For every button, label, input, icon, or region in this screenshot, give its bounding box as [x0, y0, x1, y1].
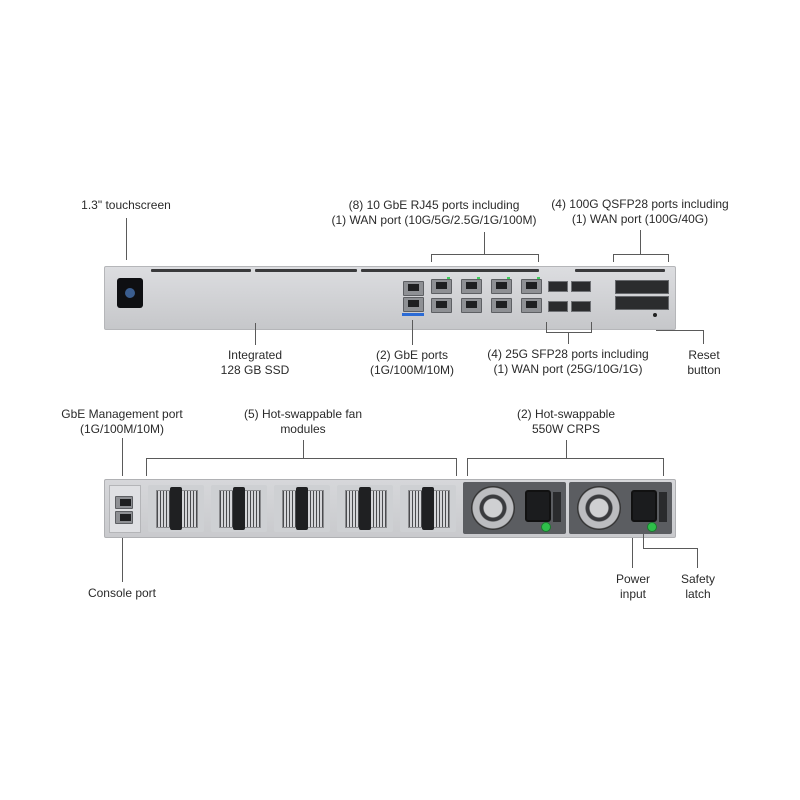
leader-line [668, 254, 669, 262]
rj45-10g-port[interactable] [491, 298, 512, 313]
leader-line [632, 538, 633, 568]
sfp28-port[interactable] [571, 301, 591, 312]
leader-line [467, 458, 664, 459]
fan-handle-icon [170, 487, 182, 530]
rj45-10g-port[interactable] [461, 298, 482, 313]
vent-slot [255, 269, 357, 272]
fan-handle-icon [422, 487, 434, 530]
label-sfp28: (4) 25G SFP28 ports including(1) WAN por… [487, 347, 649, 376]
leader-line [431, 254, 539, 255]
leader-line [566, 440, 567, 458]
psu-module[interactable] [463, 482, 566, 534]
sfp28-port[interactable] [571, 281, 591, 292]
label-console: Console port [87, 586, 157, 600]
leader-line [697, 548, 698, 568]
leader-line [643, 548, 698, 549]
rj45-10g-port[interactable] [521, 298, 542, 313]
psu-led [541, 522, 551, 532]
fan-handle-icon [233, 487, 245, 530]
leader-line [126, 218, 127, 260]
vent-slot [151, 269, 251, 272]
fan-module[interactable] [400, 485, 456, 532]
fan-handle-icon [296, 487, 308, 530]
vent-slot [361, 269, 539, 272]
leader-line [568, 332, 569, 344]
fan-module[interactable] [148, 485, 204, 532]
psu-module[interactable] [569, 482, 672, 534]
leader-line [703, 330, 704, 344]
power-inlet[interactable] [525, 490, 551, 522]
leader-line [640, 230, 641, 254]
rj45-10g-port[interactable] [431, 298, 452, 313]
fan-module[interactable] [337, 485, 393, 532]
leader-line [546, 322, 547, 332]
port-led [477, 277, 480, 279]
rj45-10g-port[interactable] [491, 279, 512, 294]
safety-latch[interactable] [553, 492, 561, 522]
leader-line [643, 534, 644, 548]
leader-line [456, 458, 457, 476]
leader-line [613, 254, 669, 255]
sfp28-port[interactable] [548, 281, 568, 292]
leader-line [484, 232, 485, 254]
console-port-jack[interactable] [115, 511, 133, 524]
leader-line [146, 458, 457, 459]
port-led [537, 277, 540, 279]
sfp28-port[interactable] [548, 301, 568, 312]
rj45-10g-port[interactable] [461, 279, 482, 294]
leader-line [122, 538, 123, 582]
qsfp28-port[interactable] [615, 296, 669, 310]
rj45-10g-port[interactable] [521, 279, 542, 294]
leader-line [591, 322, 592, 332]
leader-line [431, 254, 432, 262]
leader-line [467, 458, 468, 476]
label-gbe: (2) GbE ports(1G/100M/10M) [369, 348, 455, 377]
leader-line [663, 458, 664, 476]
port-led [507, 277, 510, 279]
vent-slot [575, 269, 665, 272]
fan-module[interactable] [211, 485, 267, 532]
psu-fan-icon [471, 486, 515, 530]
mgmt-port-bay [109, 485, 141, 533]
psu-led [647, 522, 657, 532]
leader-line [303, 440, 304, 458]
fan-module[interactable] [274, 485, 330, 532]
leader-line [656, 330, 704, 331]
power-inlet[interactable] [631, 490, 657, 522]
port-led [447, 277, 450, 279]
touchscreen[interactable] [117, 278, 143, 308]
label-qsfp28: (4) 100G QSFP28 ports including(1) WAN p… [551, 197, 729, 226]
leader-line [255, 323, 256, 345]
leader-line [122, 438, 123, 476]
gbe-port[interactable] [403, 281, 424, 296]
leader-line [613, 254, 614, 262]
label-mgmt: GbE Management port(1G/100M/10M) [61, 407, 183, 436]
gbe-port[interactable] [403, 297, 424, 312]
fan-handle-icon [359, 487, 371, 530]
reset-button[interactable] [653, 313, 657, 317]
leader-line [538, 254, 539, 262]
leader-line [412, 320, 413, 345]
mgmt-port[interactable] [115, 496, 133, 509]
label-touchscreen: 1.3" touchscreen [81, 198, 171, 212]
qsfp28-port[interactable] [615, 280, 669, 294]
psu-fan-icon [577, 486, 621, 530]
front-panel [104, 266, 676, 330]
touchscreen-logo-icon [125, 288, 135, 298]
label-rj45-10g: (8) 10 GbE RJ45 ports including(1) WAN p… [331, 198, 537, 227]
safety-latch[interactable] [659, 492, 667, 522]
leader-line [146, 458, 147, 476]
gbe-port-indicator [402, 313, 424, 316]
rj45-10g-port[interactable] [431, 279, 452, 294]
leader-line [546, 332, 592, 333]
